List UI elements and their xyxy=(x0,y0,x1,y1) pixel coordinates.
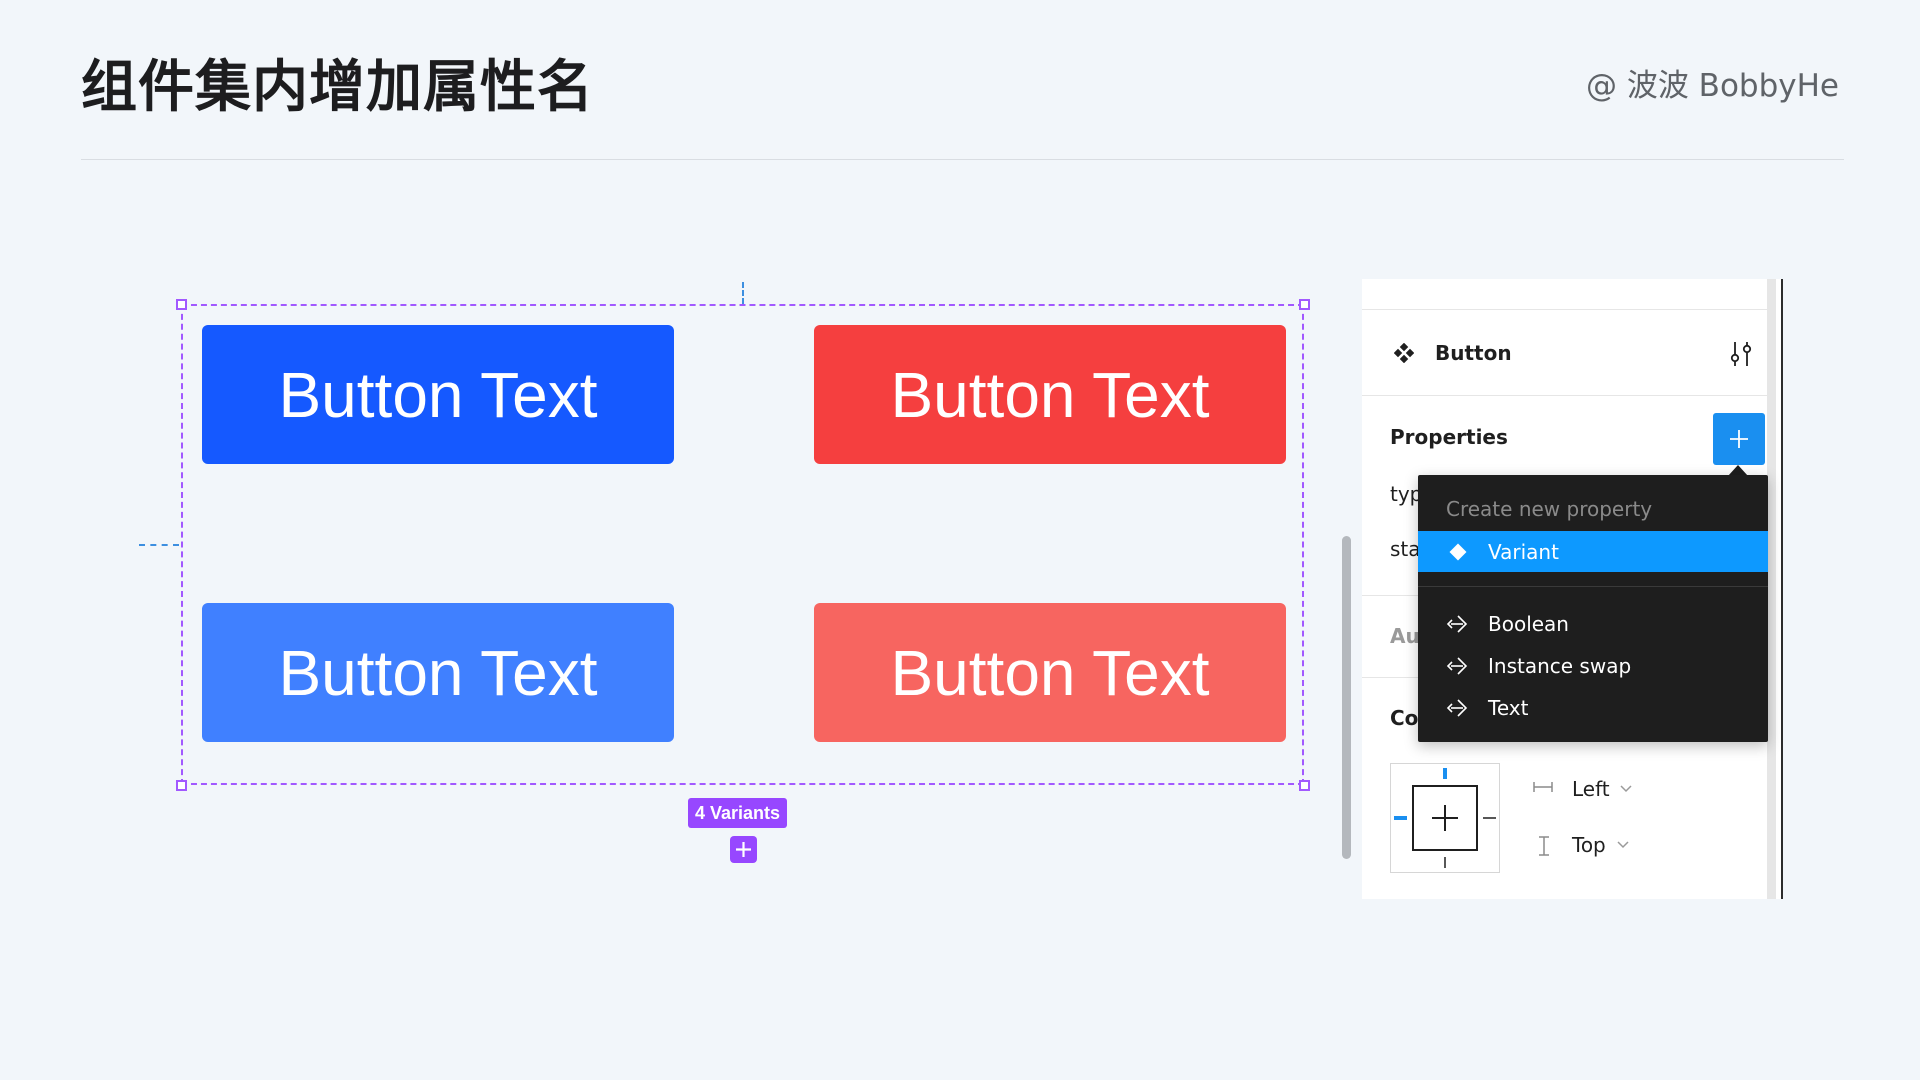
menu-item-boolean[interactable]: Boolean xyxy=(1418,603,1768,644)
property-arrow-icon xyxy=(1444,610,1472,638)
variant-button-primary[interactable]: Button Text xyxy=(202,325,674,464)
diamond-icon xyxy=(1444,538,1472,566)
property-row-type[interactable]: typ xyxy=(1390,482,1423,506)
auto-layout-section[interactable]: Au xyxy=(1390,624,1420,648)
panel-edge xyxy=(1781,279,1783,899)
vertical-constraint-icon xyxy=(1539,836,1549,856)
resize-handle-top-left[interactable] xyxy=(176,299,187,310)
variant-button-primary-hover[interactable]: Button Text xyxy=(202,603,674,742)
slide-title: 组件集内增加属性名 xyxy=(81,55,594,120)
panel-separator xyxy=(1362,395,1767,396)
variants-count-badge[interactable]: 4 Variants xyxy=(688,798,788,828)
canvas-scrollbar[interactable] xyxy=(1342,536,1351,859)
panel-scrollbar[interactable] xyxy=(1767,279,1776,899)
horizontal-constraint-icon xyxy=(1533,782,1553,792)
menu-item-text[interactable]: Text xyxy=(1418,687,1768,728)
variant-button-label: Button Text xyxy=(278,636,598,709)
plus-icon xyxy=(1730,430,1748,448)
properties-heading: Properties xyxy=(1390,425,1508,449)
menu-item-label: Instance swap xyxy=(1488,653,1632,678)
resize-handle-bottom-left[interactable] xyxy=(176,780,187,791)
resize-handle-top-right[interactable] xyxy=(1299,299,1310,310)
horizontal-constraint-select[interactable]: Left xyxy=(1572,777,1610,801)
component-icon xyxy=(1394,343,1414,363)
add-variant-button[interactable] xyxy=(730,836,757,863)
variant-button-danger[interactable]: Button Text xyxy=(814,325,1286,464)
create-property-menu: Create new property Variant Boolean Inst… xyxy=(1418,475,1768,742)
property-arrow-icon xyxy=(1444,694,1472,722)
menu-header: Create new property xyxy=(1446,497,1653,521)
property-arrow-icon xyxy=(1444,652,1472,680)
spacing-guide-horizontal xyxy=(139,544,179,546)
add-property-button[interactable] xyxy=(1713,413,1765,465)
menu-item-instance-swap[interactable]: Instance swap xyxy=(1418,645,1768,686)
constraints-widget[interactable] xyxy=(1390,763,1500,873)
menu-separator xyxy=(1418,586,1768,587)
chevron-down-icon[interactable] xyxy=(1620,785,1632,793)
constraints-diagram xyxy=(1394,768,1496,868)
variant-button-label: Button Text xyxy=(890,636,1210,709)
author-credit: @ 波波 BobbyHe xyxy=(1585,68,1839,104)
dropdown-caret xyxy=(1728,465,1748,476)
constraints-heading: Co xyxy=(1390,706,1419,730)
menu-item-label: Variant xyxy=(1488,539,1559,564)
component-name: Button xyxy=(1435,341,1512,365)
chevron-down-icon[interactable] xyxy=(1617,841,1629,849)
variant-button-label: Button Text xyxy=(278,358,598,431)
spacing-guide-vertical xyxy=(742,282,744,304)
variant-button-label: Button Text xyxy=(890,358,1210,431)
variant-button-danger-hover[interactable]: Button Text xyxy=(814,603,1286,742)
panel-separator xyxy=(1362,309,1767,310)
vertical-constraint-select[interactable]: Top xyxy=(1572,833,1606,857)
adjust-settings-icon[interactable] xyxy=(1728,340,1754,368)
plus-icon xyxy=(736,842,751,857)
property-row-state[interactable]: sta xyxy=(1390,537,1421,561)
resize-handle-bottom-right[interactable] xyxy=(1299,780,1310,791)
menu-item-label: Boolean xyxy=(1488,611,1569,636)
component-set-frame[interactable] xyxy=(181,304,1304,785)
menu-item-label: Text xyxy=(1488,695,1529,720)
menu-item-variant[interactable]: Variant xyxy=(1418,531,1768,572)
header-divider xyxy=(81,159,1844,160)
